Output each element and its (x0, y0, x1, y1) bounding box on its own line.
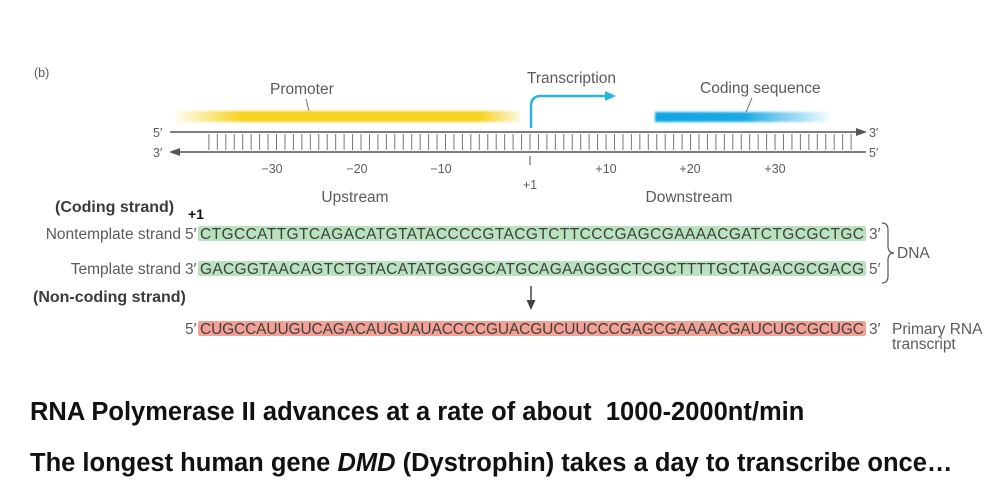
rna-transcript-row: 5′ CUGCCAUUGUCAGACAUGUAUACCCCGUACGUCUUCC… (185, 321, 983, 353)
rna-sequence: CUGCCAUUGUCAGACAUGUAUACCCCGUACGUCUUCCCGA… (200, 321, 864, 338)
top-strand-arrow-icon (856, 128, 867, 136)
nontemplate-highlight (198, 226, 866, 241)
down-arrow-icon (526, 286, 536, 310)
position-scale: −30 −20 −10 +10 +20 +30 +1 Upstream Down… (261, 156, 786, 206)
start-site-label: +1 (523, 178, 537, 192)
dna-brace (881, 222, 895, 284)
transcription-arrow-shaft (529, 94, 606, 128)
template-strand-label: Template strand (71, 261, 181, 278)
promoter-region (175, 111, 520, 122)
transcription-label: Transcription (527, 70, 616, 87)
top-strand-left-end: 5′ (153, 126, 163, 140)
dmd-note: The longest human gene DMD (Dystrophin) … (30, 448, 952, 478)
rna-label-line-1: Primary RNA (892, 321, 983, 338)
downstream-label: Downstream (646, 189, 733, 206)
nontemplate-sequence: CTGCCATTGTCAGACATGTATACCCCGTACGTCTTCCCGA… (200, 226, 864, 243)
transcription-start-arrow (529, 91, 616, 128)
rate-note: RNA Polymerase II advances at a rate of … (30, 398, 805, 426)
nontemplate-strand-label: Nontemplate strand (46, 226, 181, 243)
panel-label: (b) (34, 66, 49, 80)
rna-right-end: 3′ (869, 321, 881, 338)
template-sequence: GACGGTAACAGTCTGTACATATGGGGCATGCAGAAGGGCT… (200, 261, 864, 278)
tick-label: +20 (679, 162, 700, 176)
dna-label: DNA (897, 245, 930, 262)
dmd-note-lead: The longest human gene (30, 449, 338, 477)
template-highlight (198, 261, 866, 276)
upstream-label: Upstream (321, 189, 388, 206)
transcription-diagram: (b) Promoter Transcription Coding sequen… (33, 66, 983, 353)
noncoding-strand-note: (Non-coding strand) (33, 289, 186, 306)
transcription-arrow-head (605, 91, 616, 101)
coding-strand-note: (Coding strand) (55, 199, 174, 216)
bottom-strand-arrow-icon (169, 148, 180, 156)
promoter-label: Promoter (270, 81, 334, 98)
dna-duplex: 5′ 3′ 3′ 5′ (153, 126, 879, 160)
template-strand-row: Template strand 3′ GACGGTAACAGTCTGTACATA… (71, 261, 881, 278)
dmd-gene-name: DMD (337, 449, 396, 477)
tick-label: −10 (430, 162, 451, 176)
tick-label: +30 (764, 162, 785, 176)
promoter-leader-line (305, 98, 310, 112)
tick-label: +10 (595, 162, 616, 176)
dna-rungs (208, 134, 852, 150)
tick-label: −30 (261, 162, 282, 176)
rna-left-end: 5′ (185, 321, 197, 338)
template-right-end: 5′ (869, 261, 881, 278)
template-left-end: 3′ (185, 261, 197, 278)
coding-sequence-region (655, 112, 833, 122)
dmd-note-tail: (Dystrophin) takes a day to transcribe o… (395, 449, 953, 477)
coding-sequence-leader-line (745, 97, 753, 113)
nontemplate-strand-row: Nontemplate strand 5′ CTGCCATTGTCAGACATG… (46, 226, 881, 243)
rna-label-line-2: transcript (892, 336, 956, 353)
start-marker: +1 (188, 206, 204, 222)
bottom-strand-left-end: 3′ (153, 146, 163, 160)
nontemplate-right-end: 3′ (869, 226, 881, 243)
coding-sequence-label: Coding sequence (700, 80, 821, 97)
top-strand-right-end: 3′ (869, 126, 879, 140)
tick-label: −20 (346, 162, 367, 176)
rna-highlight (198, 321, 866, 336)
nontemplate-left-end: 5′ (185, 226, 197, 243)
down-arrow-head (526, 300, 536, 310)
bottom-strand-right-end: 5′ (869, 146, 879, 160)
